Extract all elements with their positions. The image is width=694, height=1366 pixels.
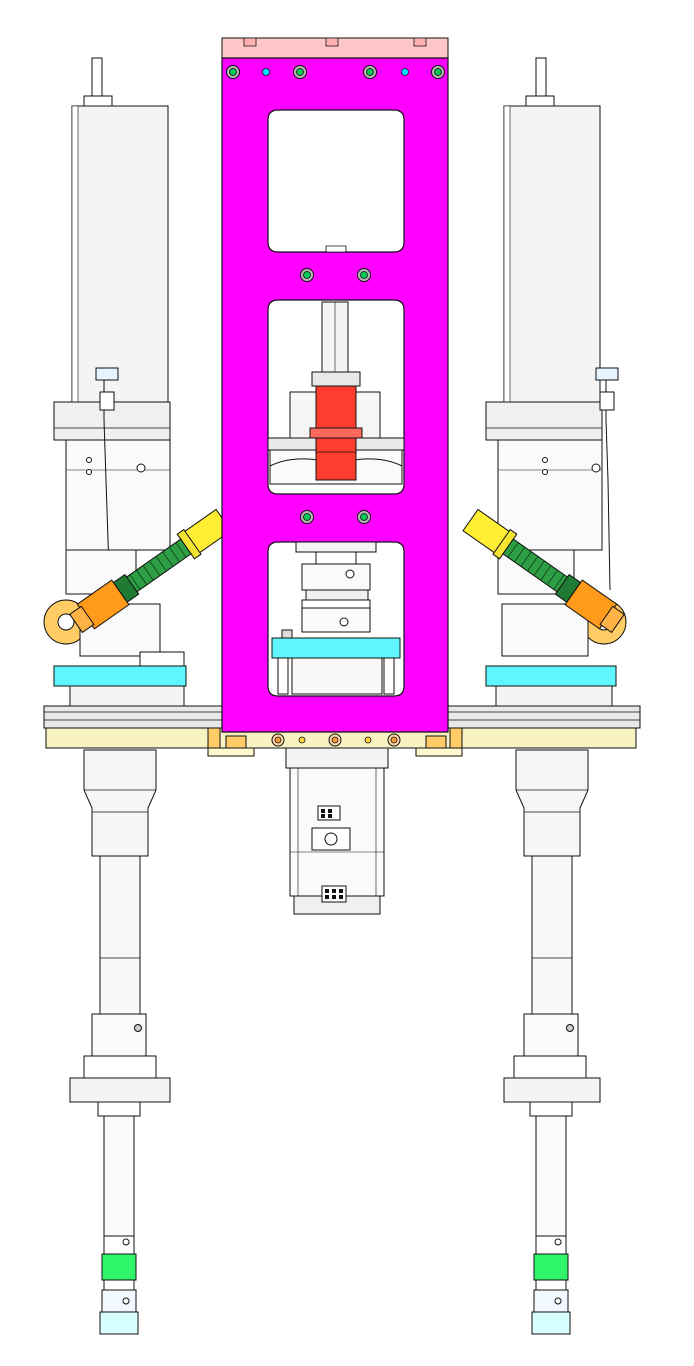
left-nozzle-green-ring xyxy=(102,1254,136,1280)
dowel-pin-icon xyxy=(365,737,371,743)
right-cable-clamp xyxy=(596,368,618,380)
servo-connector-lower xyxy=(322,886,346,902)
dowel-pin-icon xyxy=(402,69,409,76)
rail-foot-right xyxy=(416,748,462,756)
left-cable-clamp xyxy=(96,368,118,380)
right-nozzle-tip xyxy=(532,1312,570,1334)
right-piston-rod xyxy=(532,856,572,1016)
center-servo-motor xyxy=(286,748,388,914)
left-mount-plate xyxy=(54,666,186,686)
right-motor-shaft xyxy=(536,58,546,98)
left-actuator xyxy=(44,58,186,1334)
frame-plate xyxy=(222,58,448,732)
guide-rod-assembly xyxy=(268,302,404,484)
dowel-pin-icon xyxy=(299,737,305,743)
right-sensor-cable xyxy=(606,380,610,590)
main-frame xyxy=(222,38,448,748)
left-nozzle-tube xyxy=(104,1116,134,1252)
center-mount-plate xyxy=(272,638,400,658)
right-cable-assembly xyxy=(462,508,627,636)
left-motor-body xyxy=(72,106,168,402)
rail-foot-left xyxy=(208,748,254,756)
left-motor-shaft xyxy=(92,58,102,98)
left-nozzle-flange xyxy=(70,1078,170,1102)
right-mount-base xyxy=(502,604,588,656)
right-lower-barrel xyxy=(516,750,588,856)
right-nozzle-flange xyxy=(504,1078,600,1102)
left-piston-rod xyxy=(100,856,140,1016)
right-motor-body xyxy=(504,106,600,402)
right-motor-flange xyxy=(486,402,602,440)
dowel-pin-icon xyxy=(263,69,270,76)
left-nozzle-tip xyxy=(100,1312,138,1334)
right-mount-plate xyxy=(486,666,616,686)
frame-middle-bolts xyxy=(301,269,371,524)
right-nozzle-green-ring xyxy=(534,1254,568,1280)
right-actuator xyxy=(486,58,626,1334)
lower-coupling-assembly xyxy=(272,542,400,694)
left-lower-barrel xyxy=(84,750,156,856)
right-nozzle-tube xyxy=(536,1116,566,1252)
left-cable-assembly xyxy=(67,508,232,636)
left-gearbox xyxy=(66,440,170,550)
frame-bottom-bolts xyxy=(226,734,446,748)
frame-top-bolts xyxy=(227,66,445,79)
right-gearbox xyxy=(498,440,602,550)
